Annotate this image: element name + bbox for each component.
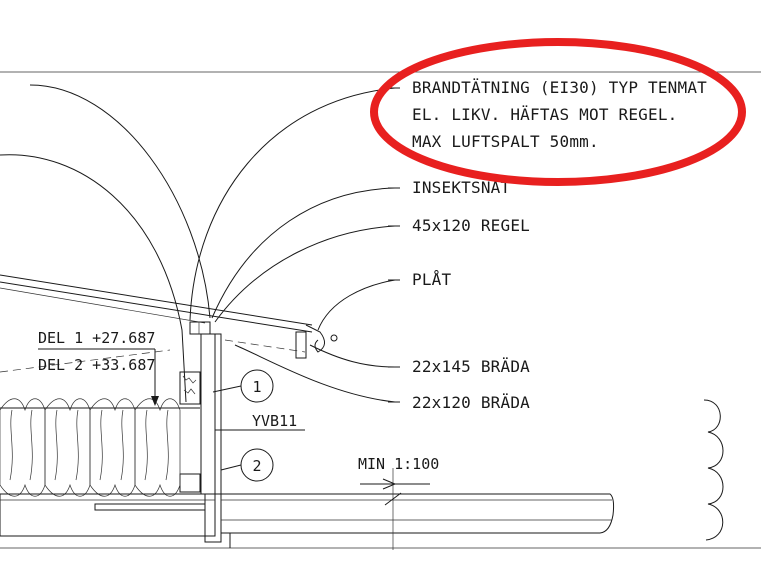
del1-text: DEL 1 +27.687 [38, 329, 155, 347]
roof-line-bottom [0, 281, 313, 333]
sheet-metal-text: PLÅT [412, 270, 451, 289]
gutter-hook [330, 334, 338, 342]
callout-1-text: 1 [252, 378, 261, 396]
fire-seal-text-2: EL. LIKV. HÄFTAS MOT REGEL. [412, 105, 678, 124]
leader-insect-net [211, 187, 396, 319]
base-block [179, 473, 201, 493]
fire-seal-block [179, 371, 201, 405]
leader-arc-outer [29, 84, 211, 319]
fire-seal-text-3: MAX LUFTSPALT 50mm. [412, 132, 599, 151]
slab-beam [94, 503, 206, 511]
leader-stud [214, 225, 396, 323]
dashed-eave [224, 339, 306, 353]
dashed-line [0, 349, 171, 373]
yvb-text: YVB11 [252, 412, 297, 430]
leader-fire-seal [189, 87, 396, 321]
roof-line-inner [0, 287, 206, 324]
highlight-ellipse [370, 38, 746, 186]
insulation [0, 398, 181, 497]
board-120-text: 22x120 BRÄDA [412, 393, 530, 412]
fascia-board [295, 331, 307, 359]
board-145-text: 22x145 BRÄDA [412, 357, 530, 376]
stud-text: 45x120 REGEL [412, 216, 530, 235]
wall-stud [200, 333, 216, 495]
leader-board-145 [309, 344, 396, 368]
revision-cloud [703, 399, 724, 541]
slope-text: MIN 1:100 [358, 455, 439, 473]
insect-net-text: INSEKTSNÄT [412, 178, 510, 197]
balcony-deck [220, 493, 615, 534]
leader-sheet [317, 279, 396, 331]
wall-sheathing [214, 333, 222, 495]
edge-beam [204, 493, 222, 543]
del2-text: DEL 2 +33.687 [38, 356, 155, 374]
leader-board-120 [234, 344, 396, 403]
callout-2-text: 2 [252, 457, 261, 475]
roof-line-top [0, 274, 313, 326]
fire-seal-text-1: BRANDTÄTNING (EI30) TYP TENMAT [412, 78, 707, 97]
leader-arc-left [0, 154, 187, 403]
gutter [305, 324, 325, 353]
top-plate [189, 321, 211, 335]
